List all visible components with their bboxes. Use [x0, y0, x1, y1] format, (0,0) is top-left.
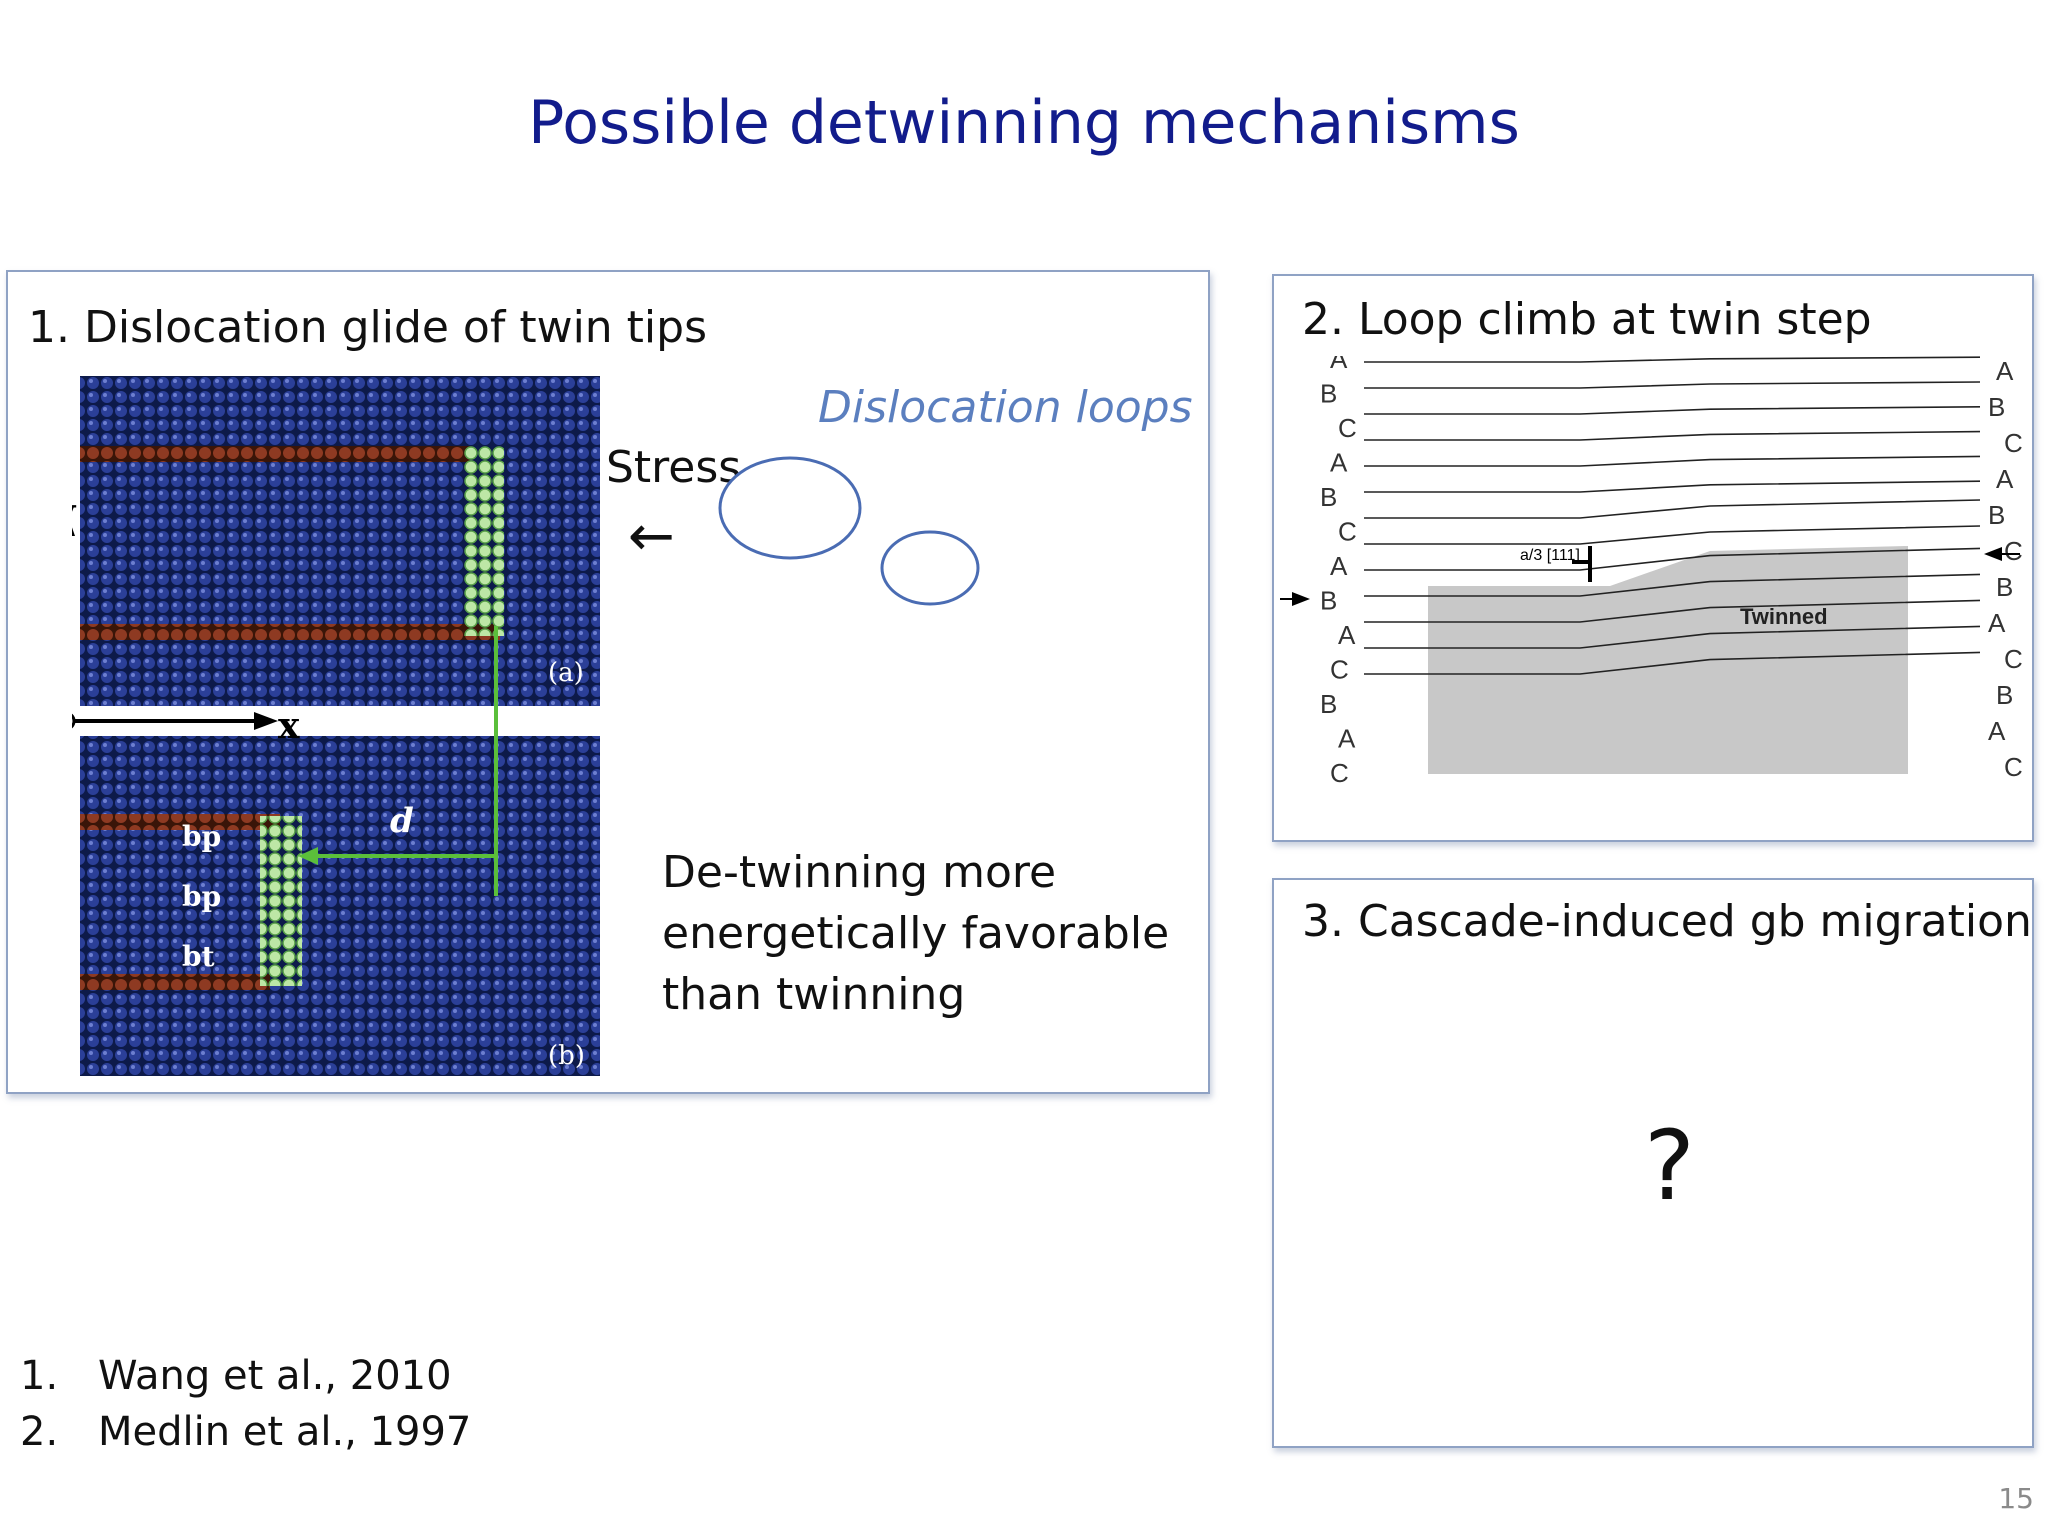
unknown-mechanism-placeholder: ? [1644, 1110, 1695, 1222]
lattice-bottom [80, 736, 600, 1076]
label-bt: bt [182, 940, 215, 973]
atomic-plane-line [1364, 547, 1981, 571]
panel-cascade-gb-migration: 3. Cascade-induced gb migration ? [1272, 878, 2034, 1448]
stacking-letter: C [1338, 517, 1357, 547]
twin-boundary-top [80, 446, 470, 462]
stacking-letter: A [1996, 464, 2014, 494]
stacking-letter: B [1320, 689, 1337, 719]
atomic-plane-line [1364, 455, 1981, 467]
reference-text: Medlin et al., 1997 [98, 1409, 472, 1455]
twinned-region-step [1610, 546, 1908, 586]
stacking-letter: A [1988, 716, 2006, 746]
panel3-heading: 3. Cascade-induced gb migration [1302, 896, 2032, 947]
x-axis-label: x [278, 705, 300, 747]
stacking-letter: B [1988, 392, 2005, 422]
twin-boundary-bottom-2 [80, 974, 270, 990]
stacking-letter: C [1330, 655, 1349, 685]
stacking-letter: A [1338, 620, 1356, 650]
stacking-letter: A [1330, 551, 1348, 581]
atomic-plane-line [1364, 499, 1981, 519]
stacking-letter: C [2004, 536, 2023, 566]
panel2-heading: 2. Loop climb at twin step [1302, 294, 1872, 345]
atomic-plane-line [1364, 573, 1981, 597]
stacking-letter: C [2004, 428, 2023, 458]
stress-label: Stress [606, 442, 742, 493]
reference-number: 1. [20, 1353, 59, 1399]
burgers-vector-label: a/3 [111] [1520, 547, 1580, 564]
stacking-letter: A [1330, 448, 1348, 478]
twinned-label: Twinned [1740, 604, 1828, 629]
page-number: 15 [1998, 1482, 2034, 1515]
slide-title: Possible detwinning mechanisms [528, 88, 1520, 158]
stacking-letter: C [1330, 758, 1349, 788]
stacking-letter: A [1996, 356, 2014, 386]
dislocation-loops-label: Dislocation loops [818, 382, 1193, 433]
reference-number: 2. [20, 1409, 59, 1455]
atomic-plane-line [1364, 356, 1981, 363]
atomic-plane-line [1364, 480, 1981, 493]
reference-text: Wang et al., 2010 [98, 1353, 452, 1399]
dislocation-core-top [464, 446, 504, 636]
reference-item: 1. Wang et al., 2010 [20, 1348, 471, 1404]
stacking-letter: B [1320, 379, 1337, 409]
reference-item: 2. Medlin et al., 1997 [20, 1404, 471, 1460]
dislocation-loop-small [880, 530, 980, 606]
label-d: d [390, 801, 414, 841]
stacking-letter: A [1988, 608, 2006, 638]
left-arrow-icon [1292, 592, 1310, 606]
stacking-letter: C [1338, 413, 1357, 443]
measure-arrowhead [298, 847, 318, 865]
y-axis-label: y [72, 489, 77, 536]
lattice-top [80, 376, 600, 706]
twin-boundary-mid [80, 624, 500, 640]
label-a: (a) [548, 658, 584, 688]
panel-dislocation-glide: 1. Dislocation glide of twin tips [6, 270, 1210, 1094]
right-arrow-icon [1984, 547, 2002, 561]
stacking-letter: C [2004, 752, 2023, 782]
dislocation-loops-drawing [718, 456, 980, 606]
references-list: 1. Wang et al., 2010 2. Medlin et al., 199… [20, 1348, 471, 1460]
atomic-plane-line [1364, 651, 1981, 675]
atomic-plane-line [1364, 430, 1981, 441]
twin-boundary-bottom-1 [80, 814, 280, 830]
stacking-letter: B [1996, 680, 2013, 710]
atomic-planes [1364, 356, 1981, 675]
y-axis-arrowhead [72, 527, 75, 536]
stacking-letter: B [1988, 500, 2005, 530]
origin-marker [72, 713, 76, 729]
detwinning-note: De-twinning more energetically favorable… [662, 847, 1170, 1020]
atomic-plane-line [1364, 625, 1981, 649]
atomic-plane-line [1364, 525, 1981, 545]
stacking-letter: B [1996, 572, 2013, 602]
label-bp-1: bp [182, 820, 221, 853]
stacking-letter: A [1330, 356, 1348, 374]
x-axis-arrowhead [254, 712, 278, 730]
stacking-letter: C [2004, 644, 2023, 674]
dislocation-loop-large [718, 456, 862, 560]
dislocation-core-bottom [260, 816, 302, 986]
stacking-letter: B [1320, 482, 1337, 512]
panel1-heading: 1. Dislocation glide of twin tips [28, 302, 707, 353]
atomic-plane-line [1364, 599, 1981, 623]
stacking-letter: B [1320, 586, 1337, 616]
label-bp-2: bp [182, 880, 221, 913]
atomistic-simulation-figure: y x (a) (b) d bp bp bt [72, 376, 612, 1076]
label-b: (b) [548, 1041, 585, 1071]
twinned-region-lower [1428, 586, 1908, 774]
atomic-plane-line [1364, 406, 1981, 415]
stacking-letter: A [1338, 724, 1356, 754]
stress-arrow-icon: ← [628, 504, 675, 569]
atomic-plane-line [1364, 381, 1981, 389]
